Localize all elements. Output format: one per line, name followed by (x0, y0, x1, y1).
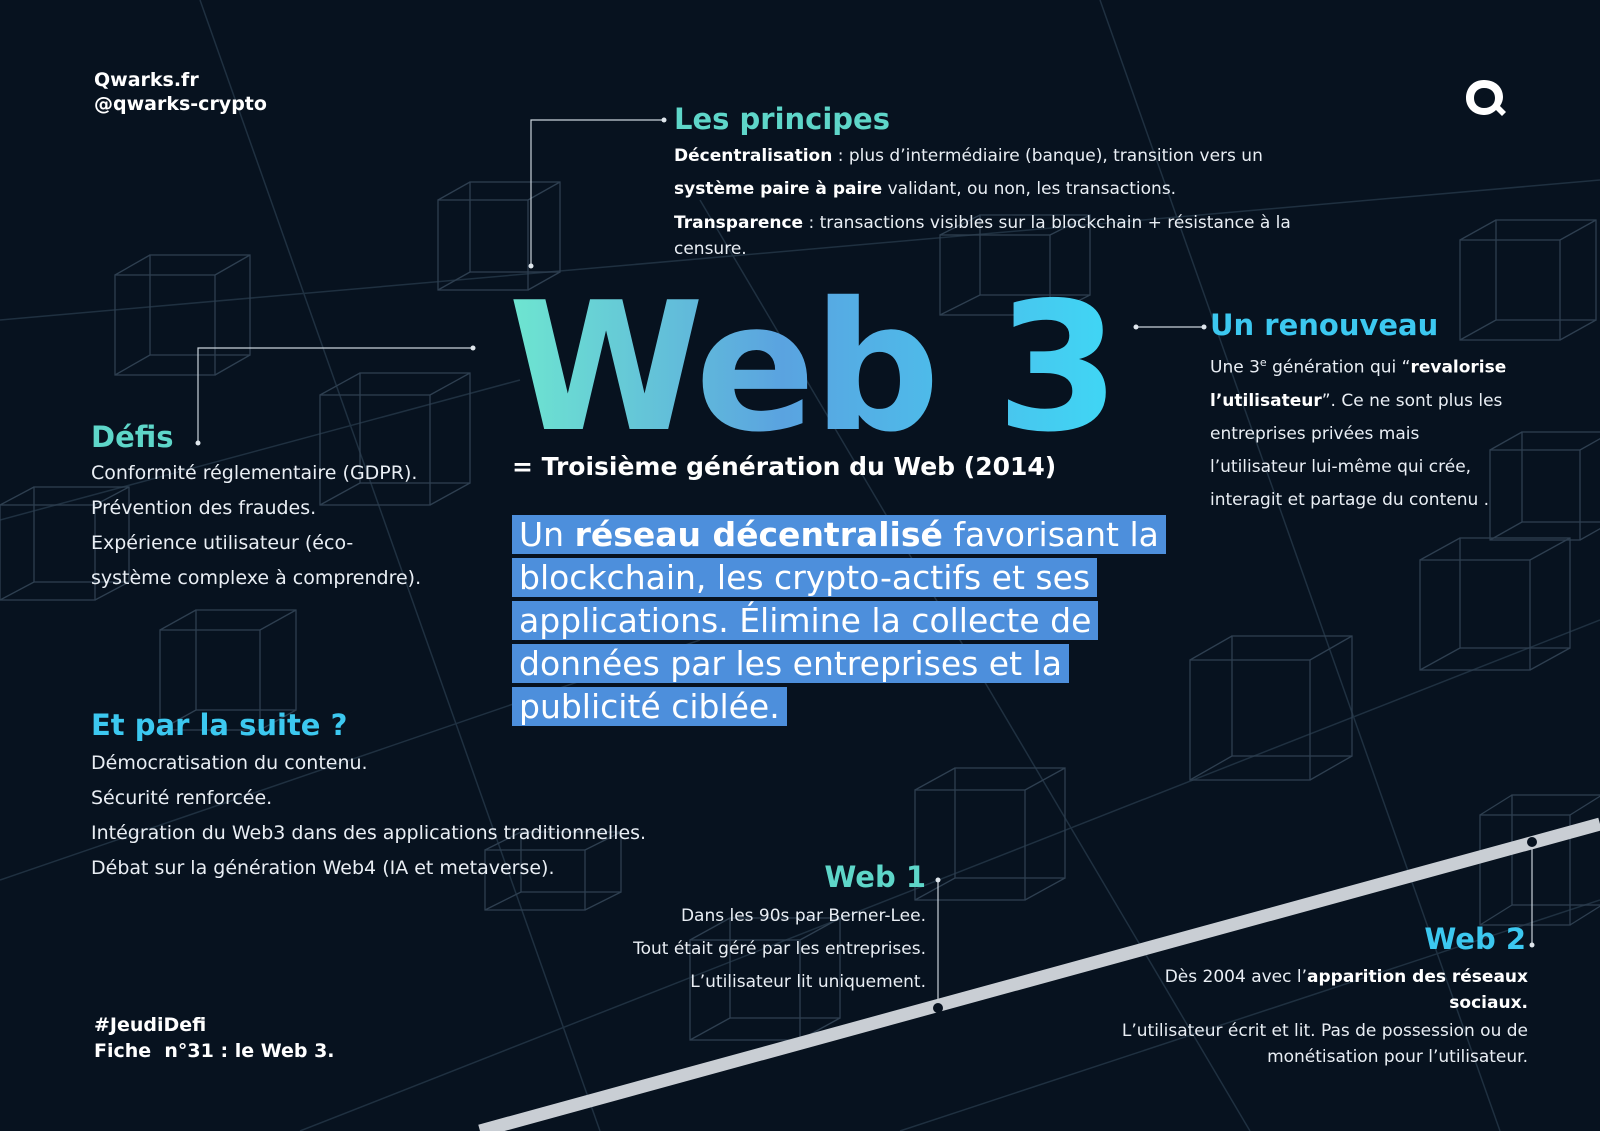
principle-transparence-label: Transparence (674, 213, 804, 233)
web1-line: L’utilisateur lit uniquement. (690, 972, 926, 992)
principles-text: Décentralisation : plus d’intermédiaire … (674, 140, 1334, 262)
principle-p2p-text: validant, ou non, les transactions. (882, 179, 1177, 199)
footer-hashtag: #JeudiDefi (94, 1014, 207, 1036)
timeline-dot-web1 (933, 1003, 943, 1013)
web2-text: Dès 2004 avec l’apparition des réseaux s… (1080, 964, 1528, 1070)
defis-item: système complexe à comprendre). (91, 567, 422, 589)
renouveau-l2-rest: ”. Ce ne sont plus les (1321, 390, 1503, 411)
principles-title: Les principes (674, 102, 890, 136)
web2-section: Web 2 Dès 2004 avec l’apparition des rés… (1080, 922, 1528, 1070)
suite-item: Débat sur la génération Web4 (IA et meta… (91, 857, 555, 879)
principles-section: Les principes Décentralisation : plus d’… (674, 102, 1334, 262)
hl-line1-pre: Un (519, 515, 575, 554)
brand-block: Qwarks.fr @qwarks-crypto (94, 68, 267, 116)
web1-line: Tout était géré par les entreprises. (633, 939, 926, 959)
suite-section: Et par la suite ? Démocratisation du con… (91, 708, 811, 886)
defis-item: Conformité réglementaire (GDPR). (91, 462, 418, 484)
brand-site: Qwarks.fr (94, 69, 199, 91)
principle-p2p-label: système paire à paire (674, 179, 883, 199)
connector-lines (197, 119, 1533, 1008)
hl-line5: publicité ciblée. (512, 687, 787, 726)
web2-l1-bold: apparition des réseaux (1307, 967, 1528, 987)
web2-l3: L’utilisateur écrit et lit. Pas de posse… (1121, 1021, 1528, 1041)
footer-block: #JeudiDefi Fiche n°31 : le Web 3. (94, 1012, 335, 1064)
footer-fiche: Fiche n°31 : le Web 3. (94, 1040, 335, 1062)
web2-l2-bold: sociaux. (1449, 993, 1528, 1013)
hl-line3: applications. Élimine la collecte de (512, 601, 1099, 640)
renouveau-l1-mid: génération qui “ (1266, 357, 1411, 378)
brand-handle: @qwarks-crypto (94, 93, 267, 115)
renouveau-section: Un renouveau Une 3e génération qui “reva… (1210, 308, 1550, 517)
web2-title: Web 2 (1424, 922, 1526, 956)
defis-section: Défis Conformité réglementaire (GDPR). P… (91, 420, 471, 596)
web1-line: Dans les 90s par Berner-Lee. (680, 906, 926, 926)
web1-section: Web 1 Dans les 90s par Berner-Lee. Tout … (586, 860, 938, 999)
suite-item: Intégration du Web3 dans des application… (91, 822, 647, 844)
renouveau-l1-bold: revalorise (1410, 357, 1507, 378)
hl-line2: blockchain, les crypto-actifs et ses (512, 558, 1098, 597)
suite-item: Démocratisation du contenu. (91, 752, 368, 774)
suite-title: Et par la suite ? (91, 708, 348, 742)
timeline-dot-web2 (1527, 837, 1537, 847)
defis-item: Expérience utilisateur (éco- (91, 532, 354, 554)
web2-l1-pre: Dès 2004 avec l’ (1164, 967, 1308, 987)
renouveau-l4: l’utilisateur lui-même qui crée, (1210, 456, 1472, 477)
renouveau-l1-pre: Une 3 (1210, 357, 1260, 378)
renouveau-l5: interagit et partage du contenu . (1210, 489, 1490, 510)
hl-line4: données par les entreprises et la (512, 644, 1069, 683)
renouveau-l2-bold: l’utilisateur (1210, 390, 1322, 411)
renouveau-title: Un renouveau (1210, 308, 1439, 342)
hl-line1-bold: réseau décentralisé (574, 515, 943, 554)
main-subtitle: = Troisième génération du Web (2014) (512, 452, 1057, 481)
main-highlight-text: Un réseau décentralisé favorisant la blo… (512, 513, 1172, 728)
web1-title: Web 1 (824, 860, 926, 894)
defis-item: Prévention des fraudes. (91, 497, 317, 519)
principle-decentralisation-text: : plus d’intermédiaire (banque), transit… (832, 146, 1263, 166)
defis-title: Défis (91, 420, 174, 454)
hl-line1-post: favorisant la (942, 515, 1159, 554)
renouveau-l1-sup: e (1259, 356, 1267, 369)
renouveau-text: Une 3e génération qui “revalorise l’util… (1210, 346, 1550, 517)
renouveau-l3: entreprises privées mais (1210, 423, 1420, 444)
connector-dots (195, 117, 1535, 948)
web1-text: Dans les 90s par Berner-Lee. Tout était … (586, 900, 938, 999)
q-loop-logo-icon (1466, 80, 1506, 116)
suite-list: Démocratisation du contenu. Sécurité ren… (91, 746, 811, 886)
web2-l4: monétisation pour l’utilisateur. (1267, 1047, 1528, 1067)
suite-item: Sécurité renforcée. (91, 787, 273, 809)
principle-transparence-text: : transactions visibles sur la blockchai… (803, 213, 1291, 233)
principle-transparence-end: censure. (674, 239, 747, 259)
main-title: Web 3 (508, 264, 1120, 471)
defis-list: Conformité réglementaire (GDPR). Prévent… (91, 456, 471, 596)
timeline-line (478, 817, 1600, 1131)
principle-decentralisation-label: Décentralisation (674, 146, 833, 166)
